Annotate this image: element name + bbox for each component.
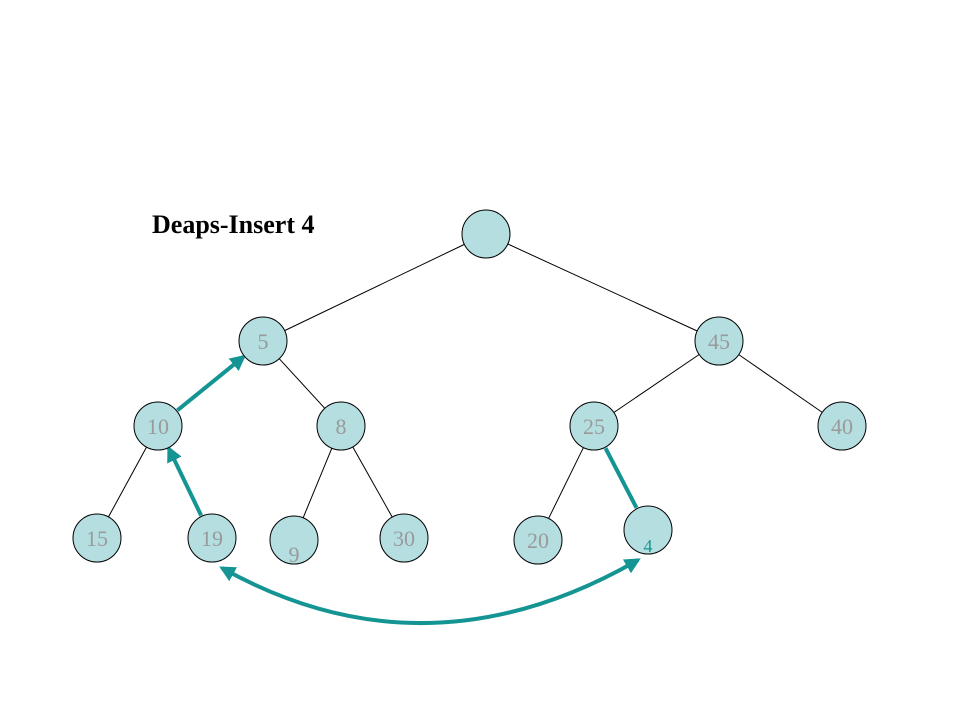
edge-n45-n40 [738,354,823,413]
node-20: 20 [513,515,563,565]
node-4: 4 [623,505,673,556]
path-arrow-n25-n4 [603,447,639,509]
node-circle [238,316,288,366]
node-label: 45 [708,329,730,354]
edge-n25-n20 [548,447,584,519]
node-circle [379,513,429,563]
swap-arrow [219,558,641,625]
node-root [461,209,511,259]
node-label: 30 [393,526,415,551]
node-circle [133,401,183,451]
node-label: 20 [527,528,549,553]
node-circle [72,513,122,563]
path-arrow-n10-n5 [176,354,247,412]
node-25: 25 [569,401,619,451]
path-arrow-n19-n10 [167,445,203,517]
edges-layer [108,243,823,519]
edge-n45-n25 [613,354,700,413]
node-9: 9 [269,515,319,567]
node-circle [569,401,619,451]
node-5: 5 [238,316,288,366]
node-circle [187,513,237,563]
node-label: 15 [86,526,108,551]
highlight-layer [167,354,641,625]
edge-n10-n15 [108,446,147,518]
node-30: 30 [379,513,429,563]
node-circle [513,515,563,565]
node-circle [623,505,673,555]
node-label: 8 [336,414,347,439]
node-label: 4 [644,536,653,556]
node-8: 8 [316,401,366,451]
node-15: 15 [72,513,122,563]
edge-n5-n8 [278,358,326,409]
edge-root-n45 [507,243,698,332]
node-45: 45 [694,316,744,366]
node-label: 25 [583,414,605,439]
node-label: 10 [147,414,169,439]
node-label: 19 [201,526,223,551]
edge-n8-n30 [352,446,393,518]
node-40: 40 [817,401,867,451]
nodes-layer: 5 45 10 8 25 40 15 19 9 30 20 4 [72,209,867,567]
node-label: 5 [258,329,269,354]
node-label: 9 [289,542,300,567]
node-circle [269,515,319,565]
node-circle [461,209,511,259]
node-label: 40 [831,414,853,439]
diagram-title: Deaps-Insert 4 [152,210,315,239]
edge-root-n5 [284,243,465,332]
edge-n8-n9 [302,447,333,519]
node-circle [316,401,366,451]
node-circle [694,316,744,366]
node-circle [817,401,867,451]
node-10: 10 [133,401,183,451]
node-19: 19 [187,513,237,563]
